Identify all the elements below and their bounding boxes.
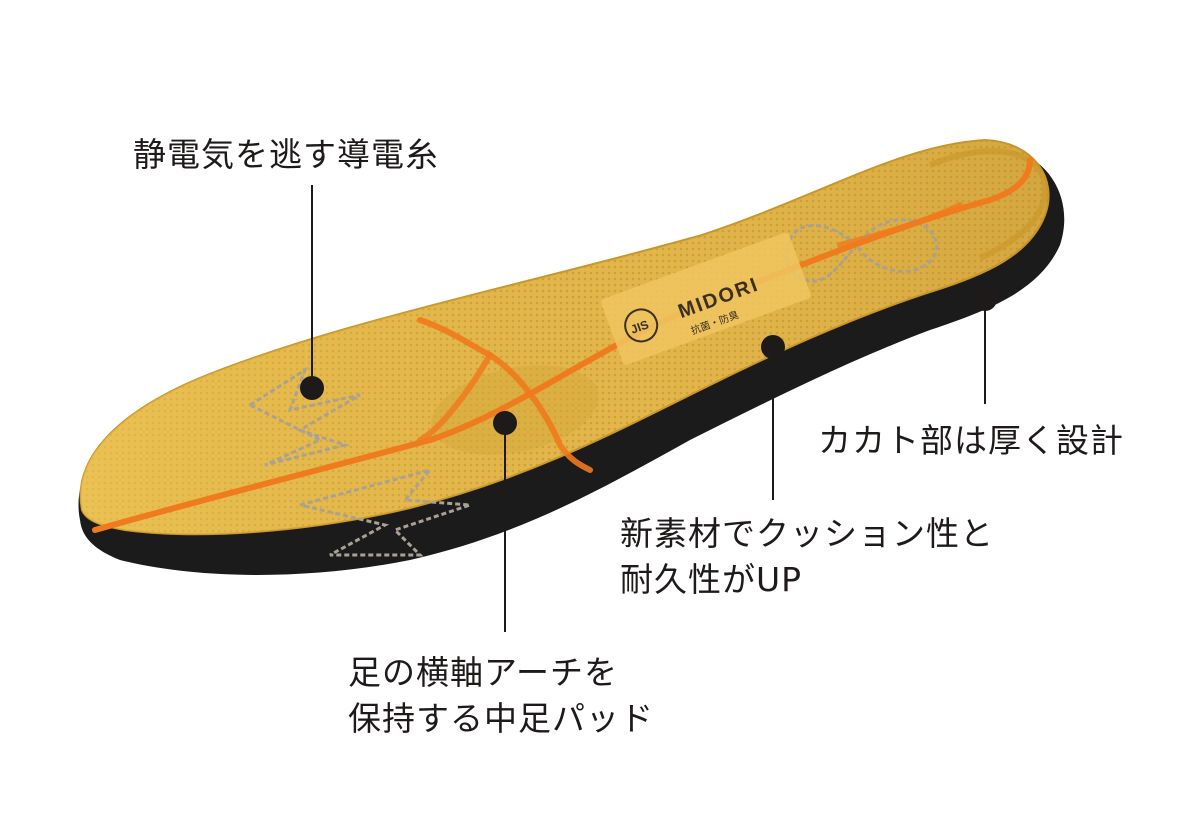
label-line: 新素材でクッション性と bbox=[620, 514, 994, 553]
jis-mark-icon bbox=[624, 308, 659, 343]
label-line: 静電気を逃す導電糸 bbox=[133, 135, 439, 174]
label-line: 耐久性がUP bbox=[620, 560, 803, 599]
conductive-thread-branch bbox=[417, 317, 593, 473]
callout-arch-pad bbox=[493, 411, 517, 632]
callout-dot bbox=[973, 287, 997, 311]
callout-new-material bbox=[761, 335, 785, 500]
label-line: カカト部は厚く設計 bbox=[818, 421, 1124, 460]
label-heel-thickness: カカト部は厚く設計 bbox=[818, 418, 1124, 464]
callout-dot bbox=[493, 411, 517, 435]
label-arch-pad: 足の横軸アーチを 保持する中足パッド bbox=[348, 650, 654, 742]
insole-heel-rim bbox=[928, 148, 1049, 261]
conductive-thread-heel bbox=[837, 202, 963, 248]
jis-mark-text: JIS bbox=[629, 317, 651, 336]
insole-surface-shade bbox=[80, 140, 1049, 535]
forefoot-stitch-pattern bbox=[246, 366, 361, 467]
conductive-thread-branch bbox=[417, 352, 493, 443]
callout-heel bbox=[973, 287, 997, 404]
callout-dot bbox=[300, 376, 324, 400]
label-line: 保持する中足パッド bbox=[348, 699, 654, 738]
callout-dot bbox=[761, 335, 785, 359]
label-static-thread: 静電気を逃す導電糸 bbox=[133, 132, 439, 178]
insole-brand-label: MIDORI JIS 抗菌・防臭 bbox=[601, 232, 811, 365]
label-new-material: 新素材でクッション性と 耐久性がUP bbox=[620, 511, 994, 603]
callout-static-thread bbox=[300, 185, 324, 400]
forefoot-stitch-pattern bbox=[299, 467, 471, 557]
label-line: 足の横軸アーチを bbox=[348, 653, 619, 692]
